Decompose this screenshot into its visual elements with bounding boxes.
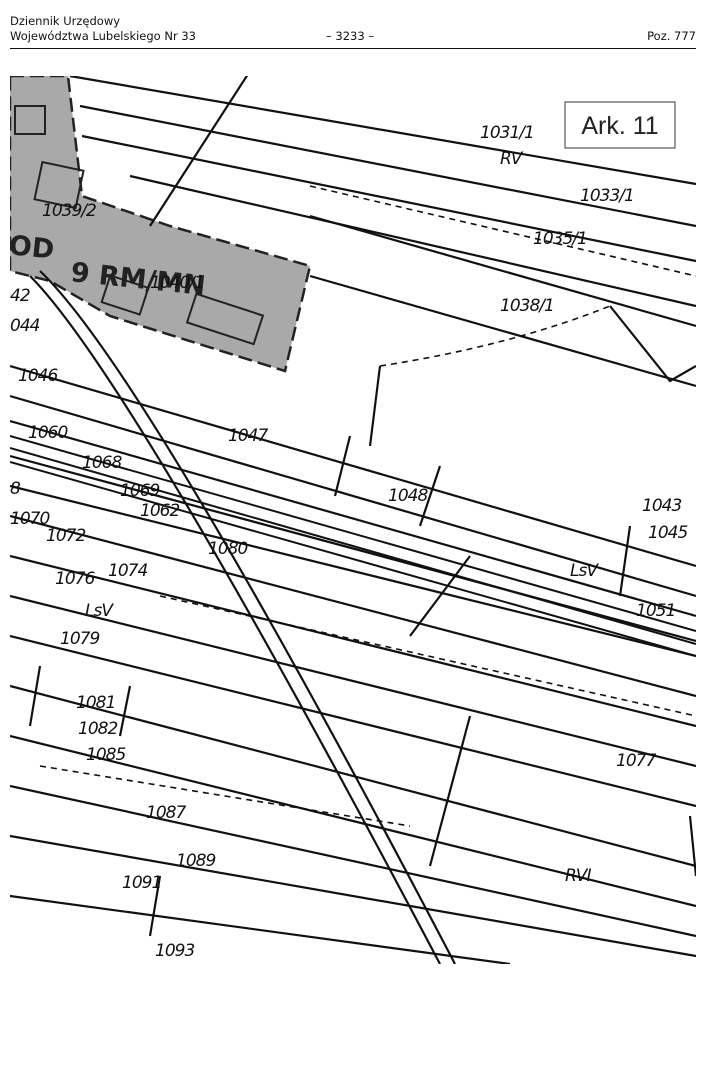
land-class-labels: RV LsV LsV RVI [85, 149, 600, 886]
plot-label: 1031/1 [480, 123, 534, 143]
plot-label: 1060 [28, 423, 67, 443]
plot-label: 1070 [10, 509, 49, 529]
diagonal-road [29, 270, 456, 964]
plot-label: 1033/1 [580, 186, 634, 206]
plot-label: 1069 [120, 481, 159, 501]
plot-label: 1087 [146, 803, 186, 823]
map-canvas: Ark. 11 9 RM/MN OD 1031/1 1033/1 1035/1 … [10, 76, 696, 964]
plot-label: 1062 [140, 501, 179, 521]
plot-label: 1048 [388, 486, 428, 506]
header-divider [10, 48, 696, 49]
plot-label: 1043 [642, 496, 681, 516]
land-class-label: LsV [85, 601, 114, 621]
plot-label: 1051 [636, 601, 675, 621]
position-number: Poz. 777 [647, 29, 696, 43]
plot-label: 42 [10, 286, 30, 306]
parcel-boundaries [10, 76, 696, 964]
plot-label: 1082 [78, 719, 117, 739]
page-number: – 3233 – [326, 29, 375, 43]
building-outlines [14, 105, 265, 346]
plot-label: 1039/2 [42, 201, 96, 221]
sheet-label: Ark. 11 [581, 112, 658, 140]
plot-label: 1045 [648, 523, 687, 543]
sheet-label-box [564, 101, 676, 149]
plot-label: 1038/1 [500, 296, 554, 316]
cadastral-map: Ark. 11 9 RM/MN OD 1031/1 1033/1 1035/1 … [10, 76, 696, 964]
plot-label: 1077 [616, 751, 656, 771]
railway-track [10, 435, 696, 657]
plot-label: 1079 [60, 629, 99, 649]
journal-title-line2: Województwa Lubelskiego Nr 33 [10, 29, 196, 43]
page-header: Dziennik Urzędowy Województwa Lubelskieg… [10, 14, 696, 50]
plot-label: 1068 [82, 453, 122, 473]
plot-label: 1080 [208, 539, 247, 559]
plot-label: 8 [10, 479, 21, 499]
zone-label-fragment: OD [10, 230, 56, 266]
dashed-boundaries [39, 185, 696, 827]
plot-label: 1046 [18, 366, 58, 386]
plot-label: 1091 [122, 873, 161, 893]
plot-label: 1040/1 [150, 273, 204, 293]
plot-label: 1076 [55, 569, 95, 589]
zoning-area [10, 76, 312, 373]
plot-label: 1081 [76, 693, 115, 713]
land-class-label: LsV [570, 561, 599, 581]
journal-title-line1: Dziennik Urzędowy [10, 14, 121, 28]
plot-label: 044 [10, 316, 40, 336]
plot-label: 1074 [108, 561, 147, 581]
plot-label: 1047 [228, 426, 268, 446]
plot-label: 1085 [86, 745, 125, 765]
plot-label: 1089 [176, 851, 215, 871]
plot-labels: 1031/1 1033/1 1035/1 1038/1 1039/2 1040/… [10, 123, 688, 961]
land-class-label: RV [500, 149, 524, 169]
plot-label: 1072 [46, 526, 85, 546]
plot-label: 1093 [155, 941, 194, 961]
plot-label: 1035/1 [533, 229, 587, 249]
land-class-label: RVI [565, 866, 591, 886]
journal-title: Dziennik Urzędowy Województwa Lubelskieg… [10, 14, 196, 44]
